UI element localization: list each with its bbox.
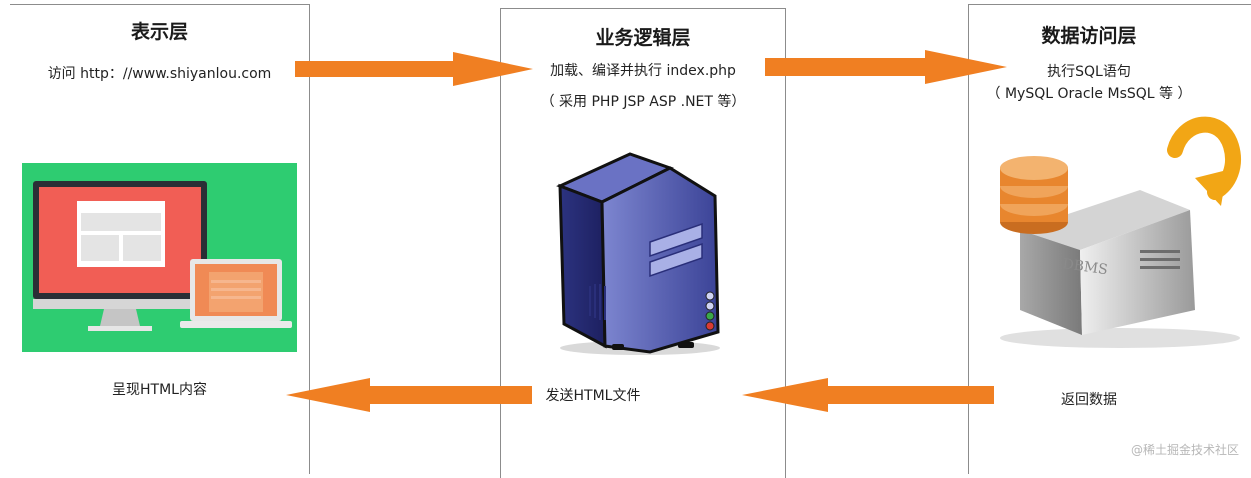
data-layer-bottom: 返回数据 — [1061, 392, 1117, 408]
dbms-label: DBMS — [1061, 256, 1108, 278]
refresh-arrow-icon — [1167, 116, 1241, 206]
arrow-right-icon — [295, 52, 533, 86]
business-layer-desc2: （ 采用 PHP JSP ASP .NET 等） — [540, 94, 746, 110]
arrow-right-icon — [765, 50, 1007, 84]
business-layer-title: 业务逻辑层 — [595, 27, 691, 49]
server-tower-icon — [556, 152, 720, 355]
data-layer-desc: 执行SQL语句 — [1047, 64, 1131, 80]
business-layer-desc: 加载、编译并执行 index.php — [550, 63, 736, 79]
dbms-server-icon: DBMS — [1000, 156, 1240, 348]
presentation-layer-desc: 访问 http：//www.shiyanlou.com — [47, 66, 272, 82]
data-layer-title: 数据访问层 — [1041, 25, 1137, 47]
data-layer-desc2: （ MySQL Oracle MsSQL 等 ） — [986, 86, 1192, 102]
watermark: @稀土掘金技术社区 — [1130, 443, 1239, 457]
arrow-left-icon — [286, 378, 532, 412]
devices-illustration-icon — [22, 163, 297, 352]
presentation-layer-title: 表示层 — [130, 21, 188, 43]
business-layer-bottom: 发送HTML文件 — [545, 388, 641, 404]
arrow-left-icon — [742, 378, 994, 412]
presentation-layer-bottom: 呈现HTML内容 — [112, 382, 207, 398]
